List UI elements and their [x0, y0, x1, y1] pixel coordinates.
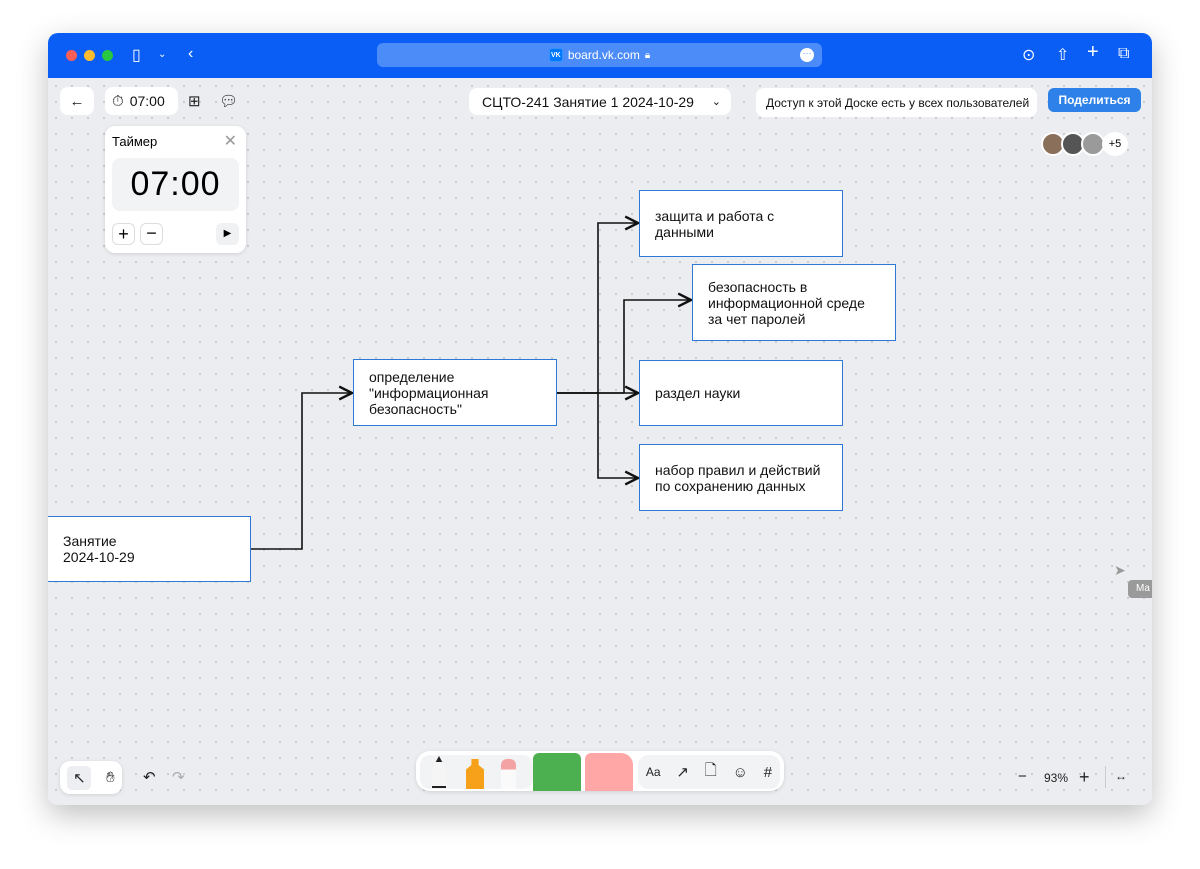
hand-icon[interactable]: ✋︎	[106, 769, 115, 786]
marker-tool[interactable]	[466, 759, 484, 789]
browser-window: ▯ ⌄ ‹ VK board.vk.com 🔒︎ ··· ⊙ ⇧ + ⧉	[48, 33, 1152, 805]
more-icon[interactable]: ···	[800, 48, 814, 62]
minimize-window-button[interactable]	[84, 50, 95, 61]
download-icon[interactable]: ⊙	[1022, 47, 1036, 64]
undo-icon[interactable]: ↶	[143, 769, 156, 786]
access-text: Доступ к этой Доске есть у всех пользова…	[766, 95, 1030, 110]
node-text: защита и работа с данными	[655, 207, 775, 240]
connector	[597, 393, 638, 478]
node-text: раздел науки	[655, 385, 741, 401]
node-rules[interactable]: набор правил и действий по сохранению да…	[639, 444, 843, 511]
connector	[557, 223, 638, 394]
remote-cursor-label: Ma	[1128, 580, 1152, 598]
node-science[interactable]: раздел науки	[639, 360, 843, 426]
eraser-tool[interactable]	[501, 759, 516, 789]
vk-logo-icon: VK	[548, 48, 563, 62]
timer-display-value: 07:00	[130, 165, 221, 203]
increase-timer-button[interactable]: +	[112, 223, 135, 245]
chevron-down-icon: ⌄	[711, 96, 721, 108]
board-canvas[interactable]	[48, 78, 1152, 805]
access-info[interactable]: Доступ к этой Доске есть у всех пользова…	[756, 88, 1037, 117]
decrease-timer-button[interactable]: −	[140, 223, 163, 245]
text-tool[interactable]: Aa	[645, 765, 661, 779]
remote-cursor: ➤	[1114, 562, 1126, 578]
arrow-left-icon: ←	[69, 92, 85, 110]
apps-icon[interactable]: ⊞	[188, 93, 201, 110]
node-text: безопасность в информационной среде за ч…	[708, 278, 865, 327]
add-file-icon[interactable]: 🗋︎	[704, 761, 717, 779]
comment-icon[interactable]: 💬︎	[219, 93, 239, 110]
chevron-down-icon[interactable]: ⌄	[158, 49, 167, 60]
close-icon[interactable]: ✕	[223, 133, 237, 150]
zoom-level[interactable]: 93%	[1044, 771, 1069, 785]
zoom-in-button[interactable]: +	[1079, 767, 1090, 787]
zoom-out-button[interactable]: −	[1018, 768, 1027, 785]
timer-panel: Таймер ✕ 07:00 + − ▶	[105, 126, 246, 253]
board-title-dropdown[interactable]: СЦТО-241 Занятие 1 2024-10-29 ⌄	[469, 88, 731, 115]
timer-value: 07:00	[129, 93, 165, 109]
arrow-tool-icon[interactable]: ↗	[676, 764, 689, 781]
node-text: Занятие 2024-10-29	[63, 533, 135, 565]
node-text: набор правил и действий по сохранению да…	[655, 461, 821, 494]
sidebar-icon[interactable]: ▯	[132, 47, 141, 64]
close-window-button[interactable]	[66, 50, 77, 61]
tools-toolbar: Aa ↗ 🗋︎ ☺ #	[416, 751, 784, 791]
back-icon[interactable]: ‹	[188, 45, 194, 62]
timer-title: Таймер	[112, 134, 158, 149]
new-tab-icon[interactable]: +	[1087, 41, 1099, 63]
frame-icon[interactable]: #	[763, 763, 773, 781]
timer-button[interactable]: ⏱︎ 07:00	[105, 87, 178, 115]
share-label: Поделиться	[1058, 93, 1131, 107]
avatar[interactable]	[1081, 132, 1105, 156]
play-button[interactable]: ▶	[216, 223, 239, 245]
url-text: board.vk.com	[567, 48, 640, 62]
lock-icon: 🔒︎	[644, 49, 651, 61]
sticky-note-green[interactable]	[533, 753, 581, 791]
timer-display: 07:00	[112, 158, 239, 211]
connector	[251, 393, 352, 550]
cursor-name: Ma	[1136, 583, 1150, 594]
node-data-protection[interactable]: защита и работа с данными	[639, 190, 843, 257]
browser-toolbar: ▯ ⌄ ‹ VK board.vk.com 🔒︎ ··· ⊙ ⇧ + ⧉	[48, 33, 1152, 78]
share-button[interactable]: Поделиться	[1048, 88, 1141, 112]
node-lesson[interactable]: Занятие 2024-10-29	[48, 516, 251, 582]
stopwatch-icon: ⏱︎	[112, 92, 124, 110]
node-text: определение "информационная безопасность…	[369, 368, 489, 417]
pen-tool[interactable]	[432, 756, 446, 788]
board-title: СЦТО-241 Занятие 1 2024-10-29	[482, 93, 694, 110]
mode-switch: ↖ ✋︎	[60, 761, 122, 794]
select-cursor-icon[interactable]: ↖	[67, 765, 92, 790]
sticky-note-pink[interactable]	[585, 753, 633, 791]
collaborators[interactable]: +5	[1041, 132, 1128, 156]
node-passwords[interactable]: безопасность в информационной среде за ч…	[692, 264, 896, 341]
more-users-badge[interactable]: +5	[1102, 132, 1128, 156]
share-icon[interactable]: ⇧	[1056, 47, 1070, 64]
divider	[1105, 766, 1106, 788]
address-bar[interactable]: VK board.vk.com 🔒︎ ···	[377, 43, 822, 67]
maximize-window-button[interactable]	[102, 50, 113, 61]
fit-width-icon[interactable]: ↔	[1115, 769, 1127, 783]
back-button[interactable]: ←	[60, 87, 94, 115]
redo-icon[interactable]: ↷	[172, 769, 185, 786]
sticker-icon[interactable]: ☺	[732, 763, 748, 781]
tabs-icon[interactable]: ⧉	[1118, 45, 1130, 62]
node-definition[interactable]: определение "информационная безопасность…	[353, 359, 557, 426]
